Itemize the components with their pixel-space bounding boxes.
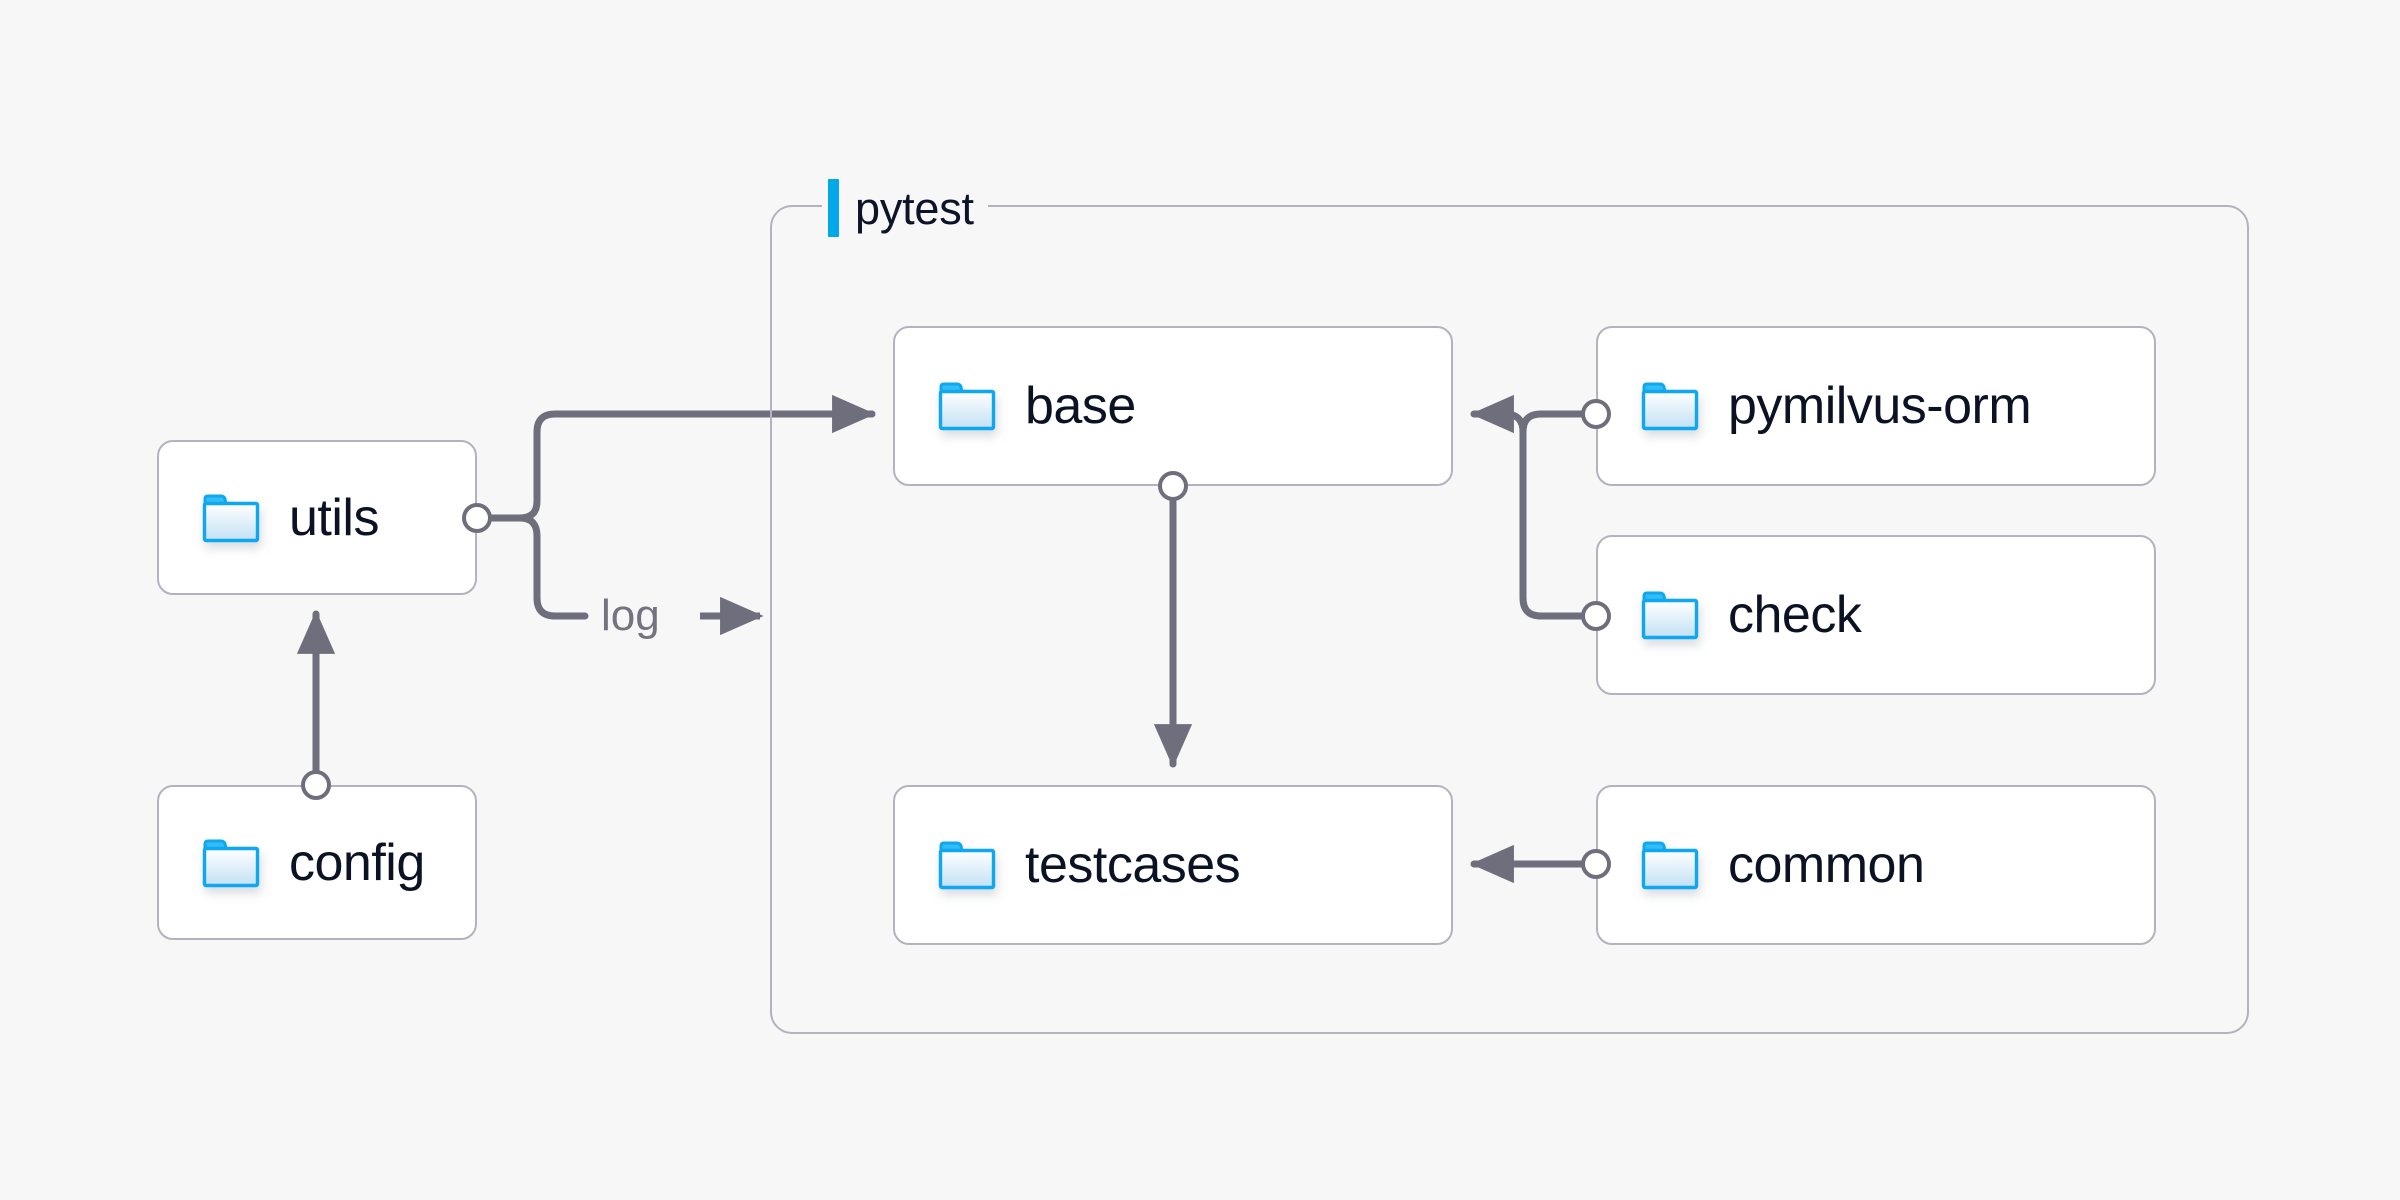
port-config-out[interactable] <box>301 770 331 800</box>
node-label-check: check <box>1728 586 1862 644</box>
node-label-utils: utils <box>289 488 379 547</box>
node-utils[interactable]: utils <box>157 440 477 595</box>
folder-icon <box>938 841 996 890</box>
node-check[interactable]: check <box>1596 535 2156 695</box>
edge-utils-to-pytest-log <box>473 514 589 620</box>
node-common[interactable]: common <box>1596 785 2156 945</box>
node-label-config: config <box>289 833 425 892</box>
port-common-out[interactable] <box>1581 849 1611 879</box>
accent-bar-icon <box>828 179 839 237</box>
node-label-common: common <box>1728 836 1925 894</box>
folder-icon <box>202 494 260 542</box>
node-pymilvus-orm[interactable]: pymilvus-orm <box>1596 326 2156 486</box>
node-label-testcases: testcases <box>1025 836 1241 894</box>
folder-icon <box>938 382 996 431</box>
group-title: pytest <box>855 182 974 234</box>
pytest-group-label: pytest <box>822 177 988 239</box>
port-pymilvus-orm-out[interactable] <box>1581 399 1611 429</box>
edge-label-log: log <box>595 594 666 638</box>
node-config[interactable]: config <box>157 785 477 940</box>
folder-icon <box>1641 591 1699 640</box>
folder-icon <box>1641 841 1699 890</box>
node-label-pymilvus-orm: pymilvus-orm <box>1728 377 2032 435</box>
port-check-out[interactable] <box>1581 601 1611 631</box>
node-label-base: base <box>1025 377 1136 435</box>
node-testcases[interactable]: testcases <box>893 785 1453 945</box>
port-base-out[interactable] <box>1158 471 1188 501</box>
port-utils-out[interactable] <box>462 503 492 533</box>
folder-icon <box>1641 382 1699 431</box>
pytest-group-box[interactable] <box>770 205 2249 1034</box>
node-base[interactable]: base <box>893 326 1453 486</box>
folder-icon <box>202 839 260 887</box>
